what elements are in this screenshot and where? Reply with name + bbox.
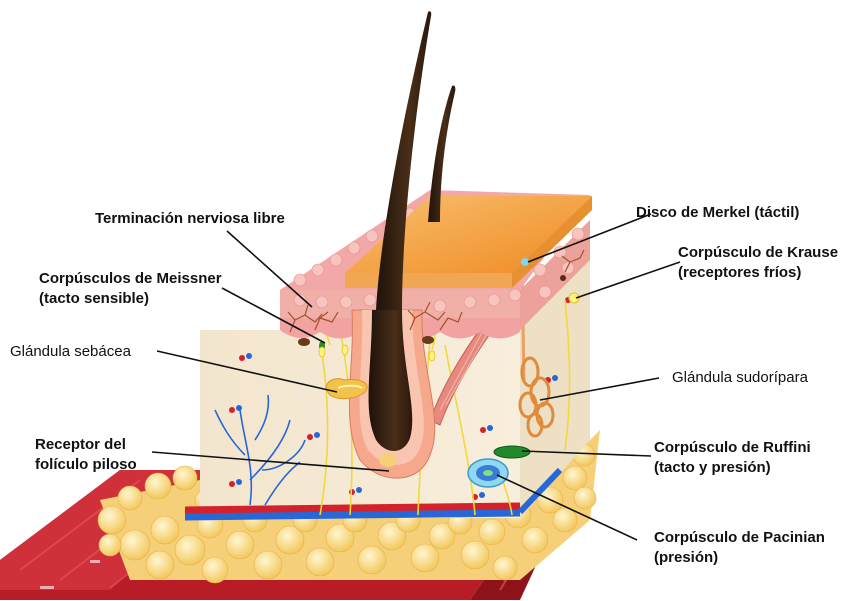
label-receptor-foliculo: Receptor del <box>35 435 126 454</box>
label-pacinian: Corpúsculo de Pacinian <box>654 528 825 547</box>
ruffini-corpuscle <box>494 446 530 458</box>
label-glandula-sudoripara: Glándula sudorípara <box>672 368 808 387</box>
label-terminacion-nerviosa: Terminación nerviosa libre <box>95 209 285 228</box>
label-meissner-sub: (tacto sensible) <box>39 289 149 308</box>
label-krause-sub: (receptores fríos) <box>678 263 801 282</box>
label-receptor-foliculo-sub: folículo piloso <box>35 455 137 474</box>
label-meissner: Corpúsculos de Meissner <box>39 269 222 288</box>
label-pacinian-sub: (presión) <box>654 548 718 567</box>
label-ruffini-sub: (tacto y presión) <box>654 458 771 477</box>
label-ruffini: Corpúsculo de Ruffini <box>654 438 811 457</box>
label-disco-merkel: Disco de Merkel (táctil) <box>636 203 799 222</box>
label-krause: Corpúsculo de Krause <box>678 243 838 262</box>
pacinian-corpuscle <box>468 459 508 487</box>
label-glandula-sebacea: Glándula sebácea <box>10 342 131 361</box>
